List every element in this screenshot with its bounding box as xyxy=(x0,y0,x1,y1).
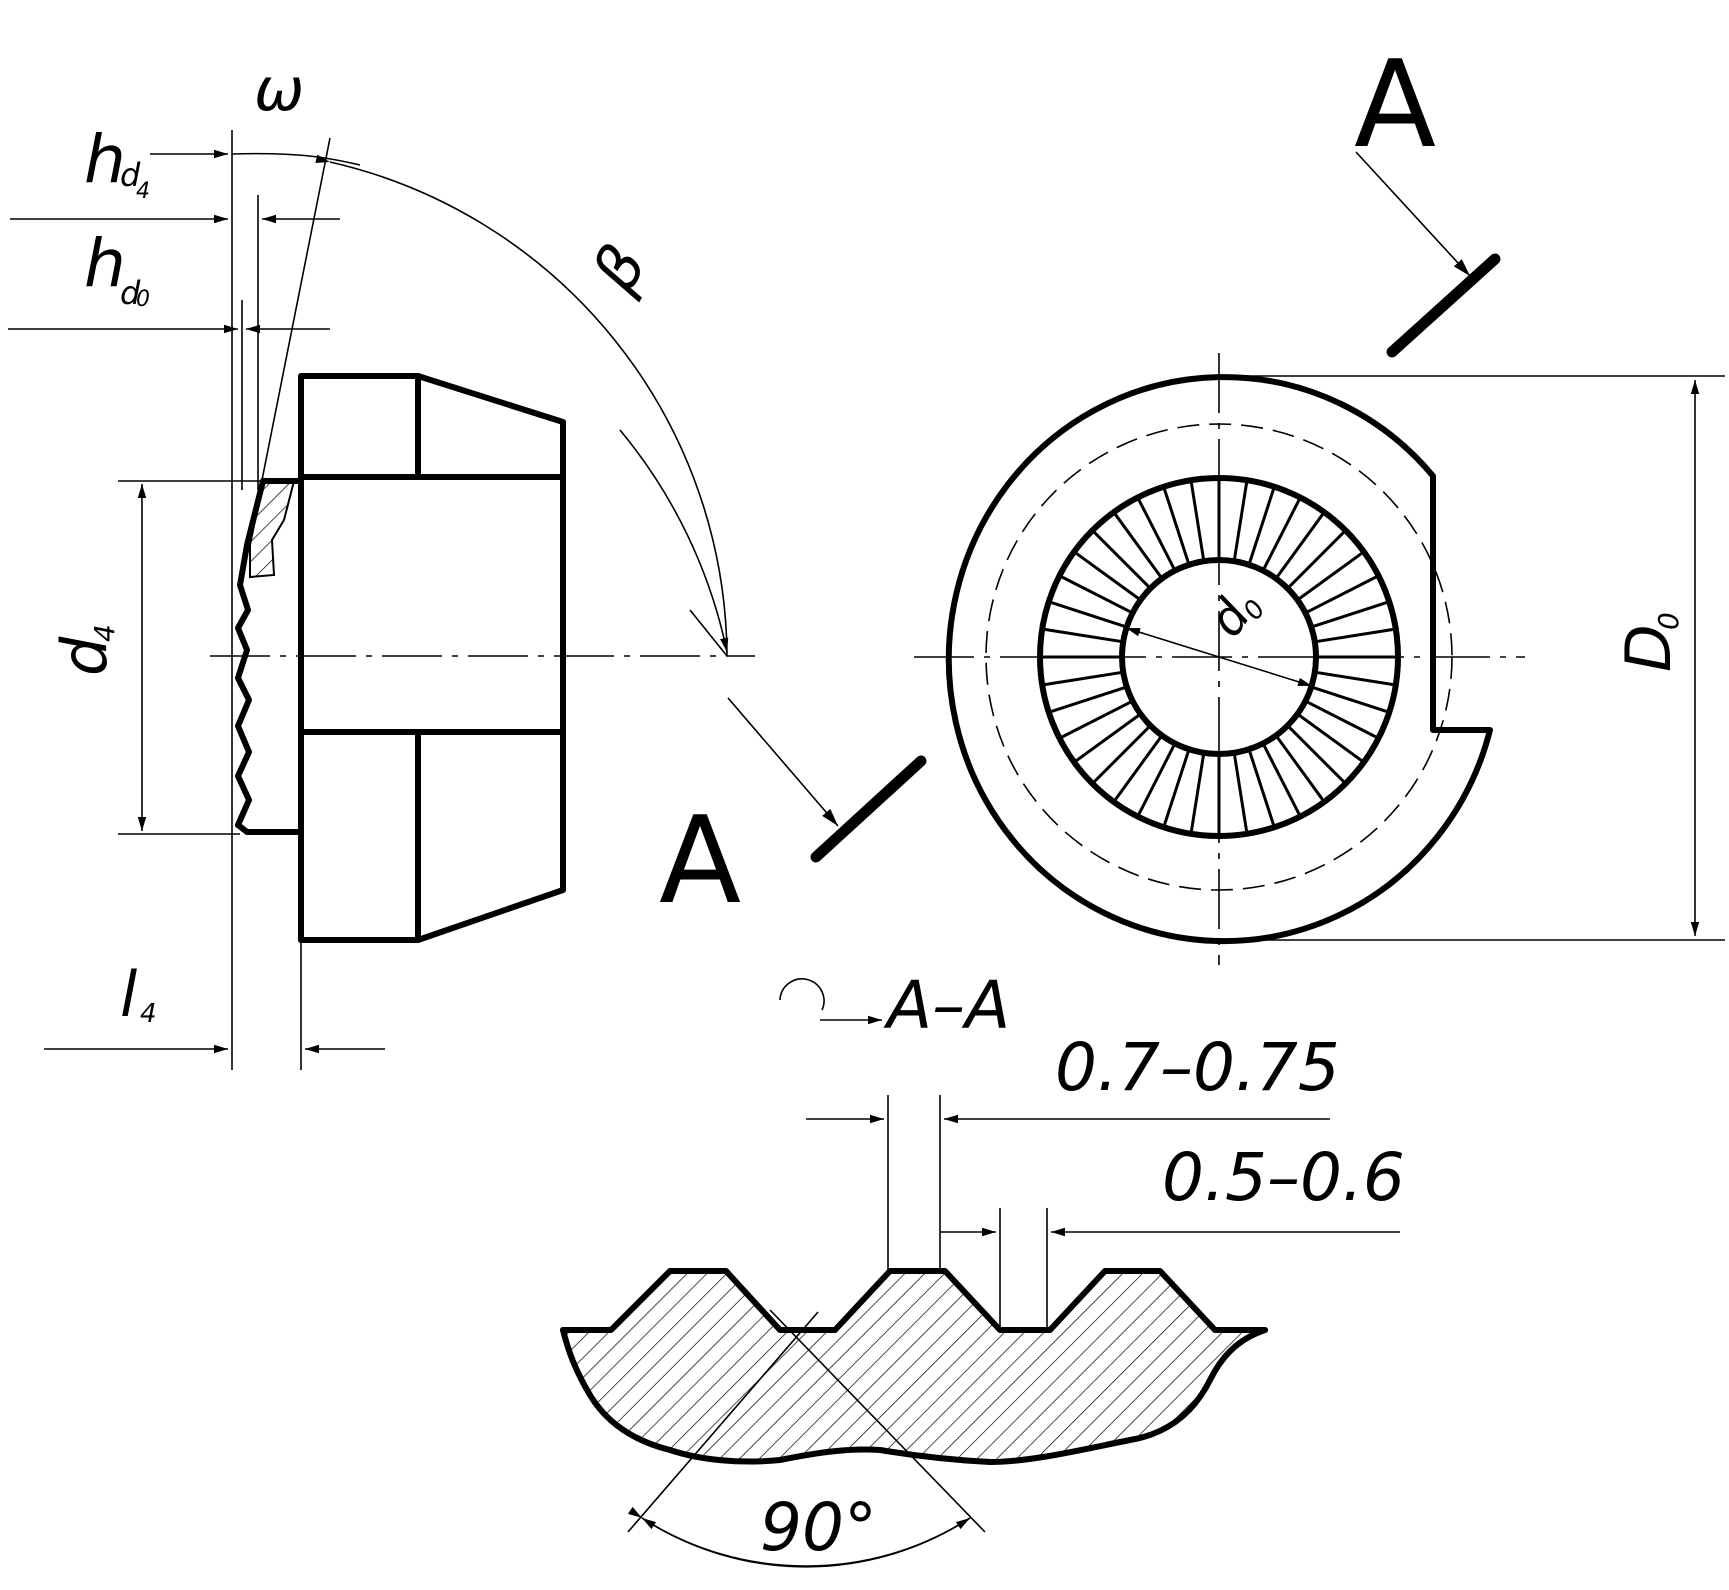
section-letter-top: A xyxy=(1354,36,1436,175)
svg-text:d: d xyxy=(120,274,141,312)
label-D0: D 0 xyxy=(1612,612,1685,672)
tooth-line xyxy=(1296,712,1365,764)
tooth-line xyxy=(1073,712,1142,764)
svg-text:h: h xyxy=(84,121,126,198)
tooth-line xyxy=(1296,550,1365,602)
tooth-line xyxy=(1310,685,1390,714)
tooth-line xyxy=(1286,724,1347,785)
tooth-line xyxy=(1136,742,1177,818)
svg-text:h: h xyxy=(84,225,126,302)
tooth-line xyxy=(1091,529,1152,590)
tooth-line xyxy=(1041,670,1124,687)
label-h-d0: h d 0 xyxy=(84,225,150,312)
tooth-line xyxy=(1162,748,1191,828)
tooth-line xyxy=(1304,699,1380,740)
tooth-line xyxy=(1058,699,1134,740)
tooth-line xyxy=(1189,479,1206,562)
svg-text:d: d xyxy=(48,636,121,676)
tooth-line xyxy=(1314,627,1397,644)
side-view xyxy=(8,130,755,1070)
dimension-0-5-0-6: 0.5–0.6 xyxy=(1162,1139,1405,1216)
tooth-line xyxy=(1286,529,1347,590)
svg-text:0: 0 xyxy=(1652,612,1685,630)
tooth-line xyxy=(1232,479,1249,562)
tooth-lines xyxy=(1040,478,1398,836)
angle-90-label: 90° xyxy=(760,1489,877,1566)
label-d0: d 0 xyxy=(1198,589,1272,647)
section-letter-left: A xyxy=(659,792,741,931)
label-omega: ω xyxy=(254,55,304,125)
tooth-line xyxy=(1314,670,1397,687)
label-l4: l 4 xyxy=(120,958,157,1031)
tooth-line xyxy=(1261,496,1302,572)
tooth-line xyxy=(1189,752,1206,835)
tooth-line xyxy=(1058,574,1134,615)
svg-text:l: l xyxy=(120,958,137,1031)
tooth-line xyxy=(1274,734,1326,803)
tooth-line xyxy=(1310,600,1390,629)
tooth-line xyxy=(1041,627,1124,644)
dimension-0-7-0-75: 0.7–0.75 xyxy=(1055,1029,1340,1106)
svg-text:0: 0 xyxy=(136,287,150,312)
tooth-line xyxy=(1274,511,1326,580)
tooth-line xyxy=(1112,734,1164,803)
tooth-line xyxy=(1247,748,1276,828)
tooth-line xyxy=(1261,742,1302,818)
label-d4: d 4 xyxy=(48,624,121,676)
section-marker-left xyxy=(727,697,927,863)
tooth-line xyxy=(1048,600,1128,629)
section-marker-top xyxy=(1355,151,1501,358)
svg-text:d: d xyxy=(120,156,141,194)
tooth-line xyxy=(1091,724,1152,785)
tooth-line xyxy=(1247,486,1276,566)
tooth-line xyxy=(1112,511,1164,580)
tooth-line xyxy=(1232,752,1249,835)
tooth-line xyxy=(1048,685,1128,714)
tooth-line xyxy=(1162,486,1191,566)
section-view-label: A–A xyxy=(883,967,1010,1044)
label-beta: β xyxy=(577,233,661,305)
tooth-line xyxy=(1304,574,1380,615)
svg-text:4: 4 xyxy=(88,624,121,642)
svg-text:4: 4 xyxy=(140,999,157,1029)
svg-text:4: 4 xyxy=(136,179,150,204)
tooth-line xyxy=(1136,496,1177,572)
section-aa xyxy=(560,978,1400,1568)
tooth-line xyxy=(1073,550,1142,602)
label-h-d4: h d 4 xyxy=(84,121,150,204)
front-view xyxy=(914,353,1725,965)
svg-text:D: D xyxy=(1612,624,1685,672)
